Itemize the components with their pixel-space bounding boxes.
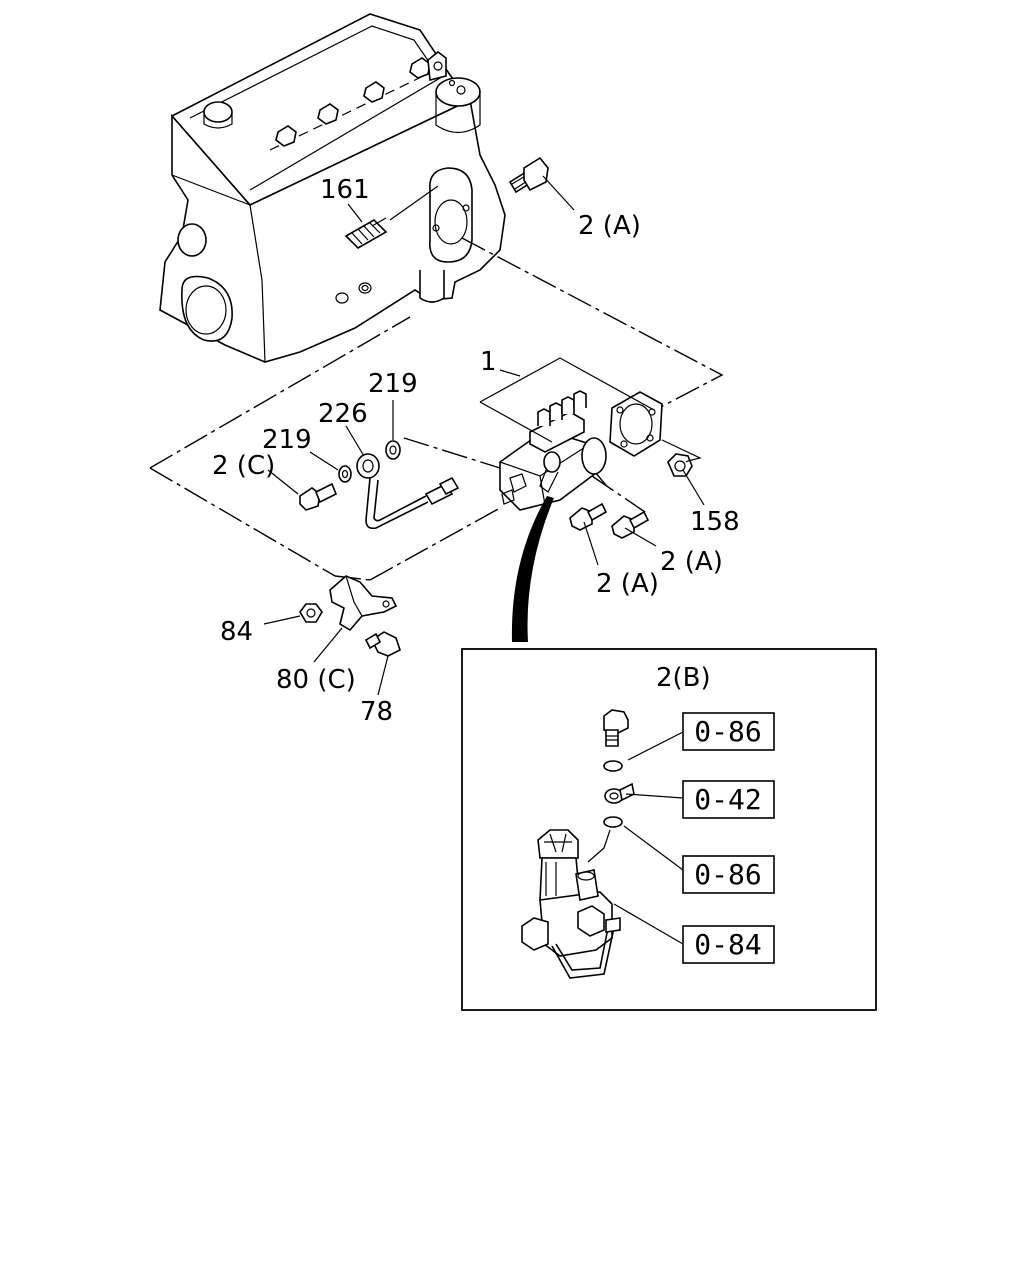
washer-0-86-lower: [603, 816, 623, 828]
feed-pump: [521, 829, 621, 979]
callout-219-left: 219: [262, 425, 312, 455]
callout-78: 78: [360, 697, 393, 727]
bracket-80c: [329, 575, 398, 632]
ref-box-0-86-lower: 0-86: [682, 855, 775, 894]
eye-0-42: [604, 782, 635, 804]
callout-labels: 161 2 (A) 1 219 226 219 2 (C) 158 2 (A) …: [212, 175, 740, 727]
bolt-2a-mid: [569, 502, 608, 531]
stud-161: [344, 217, 388, 249]
bolt-2a-right: [611, 510, 650, 539]
detail-box: 2(B) 0-86 0-42 0-86 0-84: [461, 648, 877, 1011]
leader-lines: [263, 175, 705, 696]
bolt-2a-top: [508, 156, 549, 194]
callout-161: 161: [320, 175, 370, 205]
ref-box-0-84: 0-84: [682, 925, 775, 964]
ref-label: 0-84: [694, 928, 761, 961]
callout-2b: 2(B): [656, 663, 711, 693]
pump-flange: [609, 391, 663, 457]
bolt-78: [364, 631, 401, 657]
assembly-center-lines: [149, 185, 724, 581]
callout-2c: 2 (C): [212, 451, 275, 481]
callout-2a-right: 2 (A): [660, 547, 723, 577]
nut-158: [667, 453, 693, 477]
nut-84: [299, 603, 323, 623]
engine-block: [159, 13, 506, 363]
ref-box-0-42: 0-42: [682, 780, 775, 819]
bolt-2c: [299, 482, 338, 511]
eye-bolt-pipe-226: [356, 453, 460, 530]
washer-0-86-top: [603, 760, 623, 772]
ref-box-0-86-top: 0-86: [682, 712, 775, 751]
callout-80c: 80 (C): [276, 665, 356, 695]
detail-pointer: [511, 496, 554, 642]
callout-1: 1: [480, 347, 497, 377]
ref-label: 0-86: [694, 858, 761, 891]
washer-219-left: [338, 465, 352, 483]
callout-158: 158: [690, 507, 740, 537]
callout-219-top: 219: [368, 369, 418, 399]
callout-2a-bottom: 2 (A): [596, 569, 659, 599]
bolt-2b: [603, 709, 629, 747]
callout-84: 84: [220, 617, 253, 647]
ref-label: 0-42: [694, 783, 761, 816]
callout-226: 226: [318, 399, 368, 429]
ref-label: 0-86: [694, 715, 761, 748]
injection-pump-assembly: [499, 390, 607, 511]
washer-219-top: [385, 440, 401, 460]
callout-2a-top: 2 (A): [578, 211, 641, 241]
